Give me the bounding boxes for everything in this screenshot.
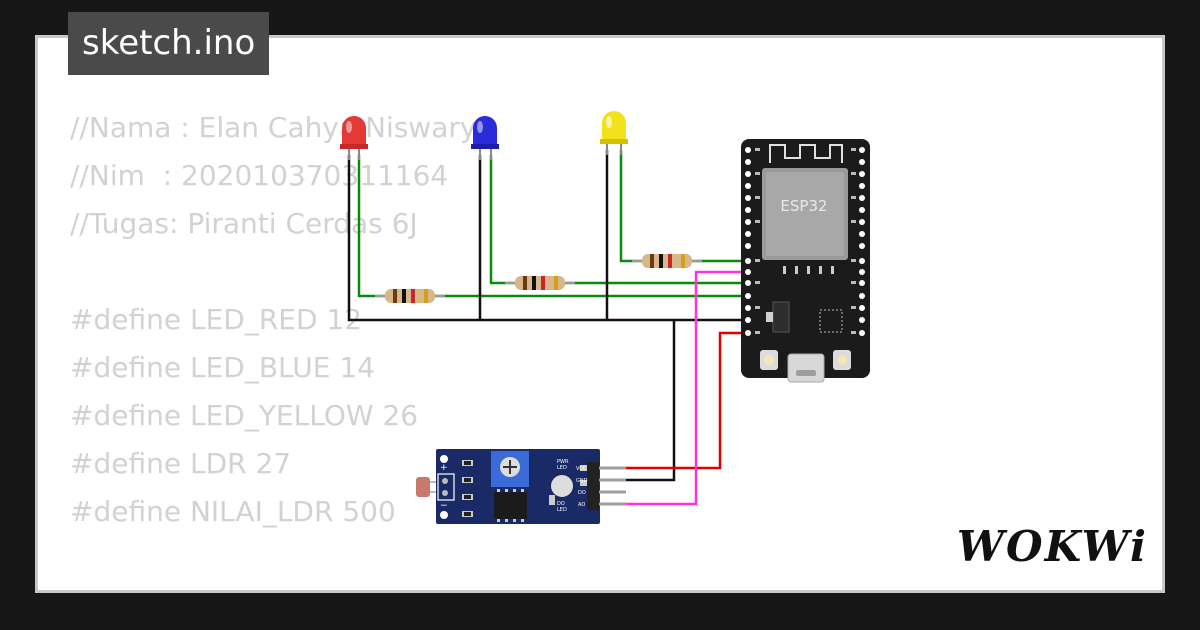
filename-tab[interactable]: sketch.ino [68, 12, 270, 75]
esp32-label: ESP32 [780, 197, 827, 215]
pin-gnd-label: GND [576, 478, 588, 484]
usb-port [787, 353, 825, 383]
resistor-yellow-led[interactable] [632, 254, 702, 268]
code-background: //Nama : Elan Cahya Niswary //Nim : 20201… [70, 104, 477, 590]
code-line-7: #define LED_YELLOW 26 [70, 399, 419, 432]
code-line-2: //Nim : 202010370311164 [70, 159, 449, 192]
ldr-module[interactable]: + − PWR LED DO LED [416, 449, 626, 524]
resistor-blue-led[interactable] [505, 276, 575, 290]
plus-sign: + [440, 463, 448, 473]
pwr-led-label-1: PWR [557, 459, 569, 465]
code-line-9: #define NILAI_LDR 500 [70, 495, 396, 528]
code-line-3: //Tugas: Piranti Cerdas 6J [70, 207, 418, 240]
ldr-pin-header [587, 462, 599, 510]
code-line-6: #define LED_BLUE 14 [70, 351, 375, 384]
led-blue[interactable] [471, 116, 499, 160]
esp32-board[interactable]: ESP32 [741, 139, 870, 383]
minus-sign: − [440, 501, 448, 511]
esp32-pads [783, 266, 834, 274]
antenna-icon [769, 144, 843, 163]
code-line-5: #define LED_RED 12 [70, 303, 363, 336]
wire-ao-ldr[interactable] [598, 270, 750, 506]
esp32-pins-right [859, 147, 865, 336]
wire-yellow-led-signal[interactable] [619, 150, 750, 263]
boot-button[interactable] [833, 350, 851, 370]
resistor-red-led[interactable] [375, 289, 445, 303]
esp32-pin-labels [755, 148, 856, 334]
photoresistor [416, 477, 430, 497]
pwr-led [551, 475, 573, 497]
do-led-label-1: DO [557, 501, 565, 507]
led-yellow[interactable] [600, 111, 628, 155]
esp32-pins-left [745, 147, 751, 336]
wokwi-logo: WOKWi [956, 522, 1148, 571]
usb-chip [819, 309, 843, 333]
pin-do-label: DO [578, 490, 586, 496]
en-button[interactable] [760, 350, 778, 370]
pin-ao-label: AO [578, 502, 585, 508]
wire-red-led-signal[interactable] [357, 155, 750, 298]
code-line-1: //Nama : Elan Cahya Niswary [70, 111, 477, 144]
wire-gnd-red-led[interactable] [347, 155, 752, 330]
wire-blue-led-signal[interactable] [489, 155, 750, 285]
wire-vcc-ldr[interactable] [598, 331, 750, 470]
pin-vcc-label: VCC [576, 466, 587, 472]
code-line-8: #define LDR 27 [70, 447, 292, 480]
voltage-regulator [772, 301, 790, 333]
wire-gnd-ldr[interactable] [598, 320, 676, 482]
do-led-label-2: LED [557, 507, 567, 513]
led-red[interactable] [340, 116, 368, 160]
pwr-led-label-2: LED [557, 465, 567, 471]
comparator-ic [494, 492, 527, 519]
